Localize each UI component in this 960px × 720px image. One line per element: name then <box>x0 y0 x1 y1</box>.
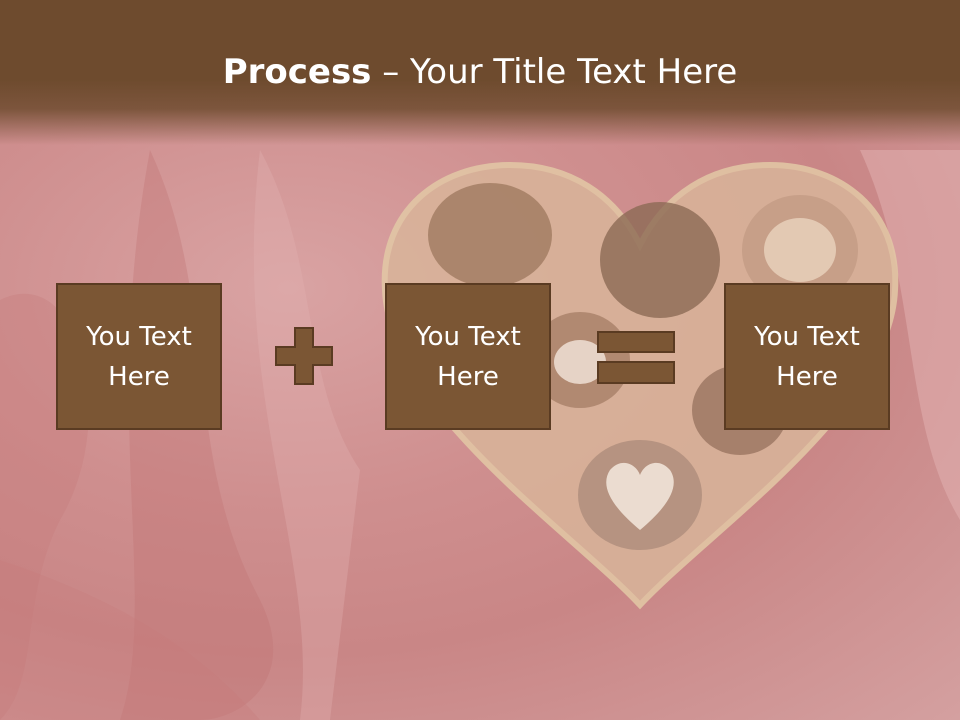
title-bold: Process <box>222 52 372 92</box>
text-box-2[interactable]: You Text Here <box>385 283 551 430</box>
text-box-3[interactable]: You Text Here <box>724 283 890 430</box>
text-box-1[interactable]: You Text Here <box>56 283 222 430</box>
title-rest: – Your Title Text Here <box>371 52 738 92</box>
text-box-1-label: You Text Here <box>86 321 192 392</box>
slide-title[interactable]: Process – Your Title Text Here <box>0 52 960 92</box>
chocolate-heart-box-image <box>381 161 899 610</box>
plus-icon <box>275 327 333 385</box>
equals-icon <box>597 331 675 384</box>
title-bar <box>0 0 960 145</box>
text-box-2-label: You Text Here <box>415 321 521 392</box>
text-box-3-label: You Text Here <box>754 321 860 392</box>
